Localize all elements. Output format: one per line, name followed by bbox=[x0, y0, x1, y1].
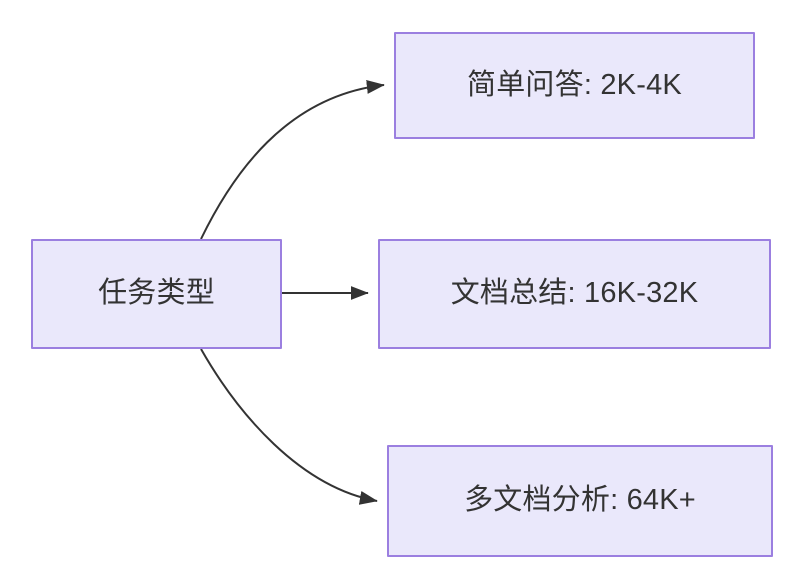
node-task-type-label: 任务类型 bbox=[98, 277, 215, 310]
node-task-type[interactable]: 任务类型 bbox=[31, 239, 282, 349]
edge-root-to-multi bbox=[200, 348, 378, 505]
node-doc-summary-label: 文档总结: 16K-32K bbox=[450, 277, 699, 310]
node-multi-doc-analysis-label: 多文档分析: 64K+ bbox=[464, 484, 696, 517]
node-doc-summary[interactable]: 文档总结: 16K-32K bbox=[378, 239, 771, 349]
node-simple-qa-label: 简单问答: 2K-4K bbox=[467, 68, 682, 101]
node-simple-qa[interactable]: 简单问答: 2K-4K bbox=[394, 32, 755, 139]
node-multi-doc-analysis[interactable]: 多文档分析: 64K+ bbox=[387, 445, 773, 557]
edge-root-to-simple bbox=[200, 79, 385, 240]
